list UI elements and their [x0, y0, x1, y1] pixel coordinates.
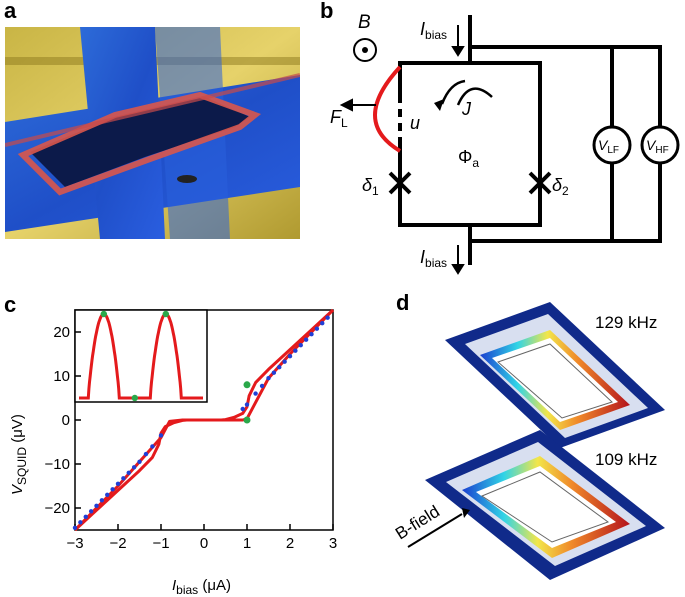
y-tick-label: −10 — [45, 456, 70, 473]
dotted-series-point — [99, 498, 105, 503]
y-tick-label: 0 — [62, 412, 70, 429]
dotted-series-point — [271, 370, 277, 375]
dotted-series-point — [158, 433, 164, 438]
dotted-series-point — [94, 503, 99, 508]
dotted-series-point — [137, 459, 142, 464]
dotted-series-point — [266, 376, 271, 381]
dotted-series-point — [287, 354, 293, 359]
magnetic-field-symbol: B — [358, 12, 371, 33]
y-axis-label: VSQUID (μV) — [9, 414, 29, 495]
y-tick-label: 20 — [53, 324, 70, 341]
dotted-series-point — [309, 332, 314, 337]
low-frequency-voltmeter-label: VLF — [598, 137, 619, 156]
inset-frame — [74, 309, 208, 403]
panel-letter-b: b — [320, 0, 334, 23]
junction-2-label: δ2 — [552, 175, 569, 198]
dotted-series-point — [293, 348, 298, 353]
dotted-series-point — [88, 509, 94, 514]
dotted-series-point — [78, 520, 83, 525]
dotted-series-point — [131, 465, 137, 470]
dotted-series-point — [150, 444, 155, 449]
dotted-series-point — [314, 326, 320, 331]
x-tick-label: −1 — [152, 535, 169, 552]
x-tick-label: 2 — [286, 535, 294, 552]
dotted-series-point — [83, 514, 88, 519]
dotted-series-point — [110, 487, 115, 492]
dotted-series-point — [325, 315, 330, 320]
junction-1-label: δ1 — [362, 175, 379, 198]
x-tick-label: 3 — [329, 535, 337, 552]
x-tick-label: 1 — [243, 535, 251, 552]
bias-label-bottom: Ibias — [420, 247, 447, 270]
dotted-series-point — [282, 359, 287, 364]
y-tick-label: 10 — [53, 368, 70, 385]
inset-modulation-curve — [79, 312, 203, 400]
dotted-series-point — [277, 365, 282, 370]
dotted-series-point — [253, 391, 258, 396]
dotted-series-point — [72, 525, 78, 530]
bias-label-top: Ibias — [420, 19, 447, 42]
squid-circuit-diagram: B Ibias Ibias FL u J Φa δ1 δ2 VLF VHF — [330, 12, 680, 275]
dotted-series-point — [320, 321, 325, 326]
high-frequency-voltmeter-label: VHF — [646, 137, 669, 156]
lorentz-force-label: FL — [330, 107, 348, 130]
x-tick-label: −3 — [66, 535, 83, 552]
sem-micrograph — [5, 27, 300, 239]
x-tick-label: 0 — [200, 535, 208, 552]
b-field-label: B-field — [392, 502, 443, 544]
dotted-series-point — [259, 383, 265, 389]
circulating-current-label: J — [461, 99, 472, 119]
dotted-series-point — [121, 476, 126, 481]
dotted-series-point — [126, 470, 131, 475]
lower-mode-frequency: 109 kHz — [595, 450, 657, 469]
iv-branch-line — [73, 308, 335, 532]
inset-marker — [131, 394, 138, 402]
dotted-series-point — [143, 451, 149, 457]
panel-letter-a: a — [4, 0, 17, 23]
dotted-series-point — [240, 406, 245, 412]
dotted-series-point — [105, 492, 110, 497]
x-tick-label: −2 — [109, 535, 126, 552]
dotted-series-point — [298, 343, 303, 348]
mechanical-mode-simulation: 129 kHz 109 kHz B-field — [392, 302, 665, 580]
inset-marker — [100, 310, 108, 318]
operating-point-marker — [243, 416, 251, 424]
panel-letter-c: c — [4, 292, 17, 317]
panel-letter-d: d — [396, 290, 410, 315]
upper-mode-frequency: 129 kHz — [595, 313, 657, 332]
operating-point-marker — [243, 381, 251, 389]
dotted-series-point — [303, 337, 309, 342]
applied-flux-label: Φa — [458, 147, 479, 170]
dotted-series-point — [115, 481, 121, 486]
y-tick-label: −20 — [45, 500, 70, 517]
x-axis-label: Ibias (μA) — [172, 577, 231, 597]
dotted-series-point — [244, 402, 250, 407]
inset-marker — [162, 310, 169, 318]
displacement-label: u — [410, 113, 420, 133]
